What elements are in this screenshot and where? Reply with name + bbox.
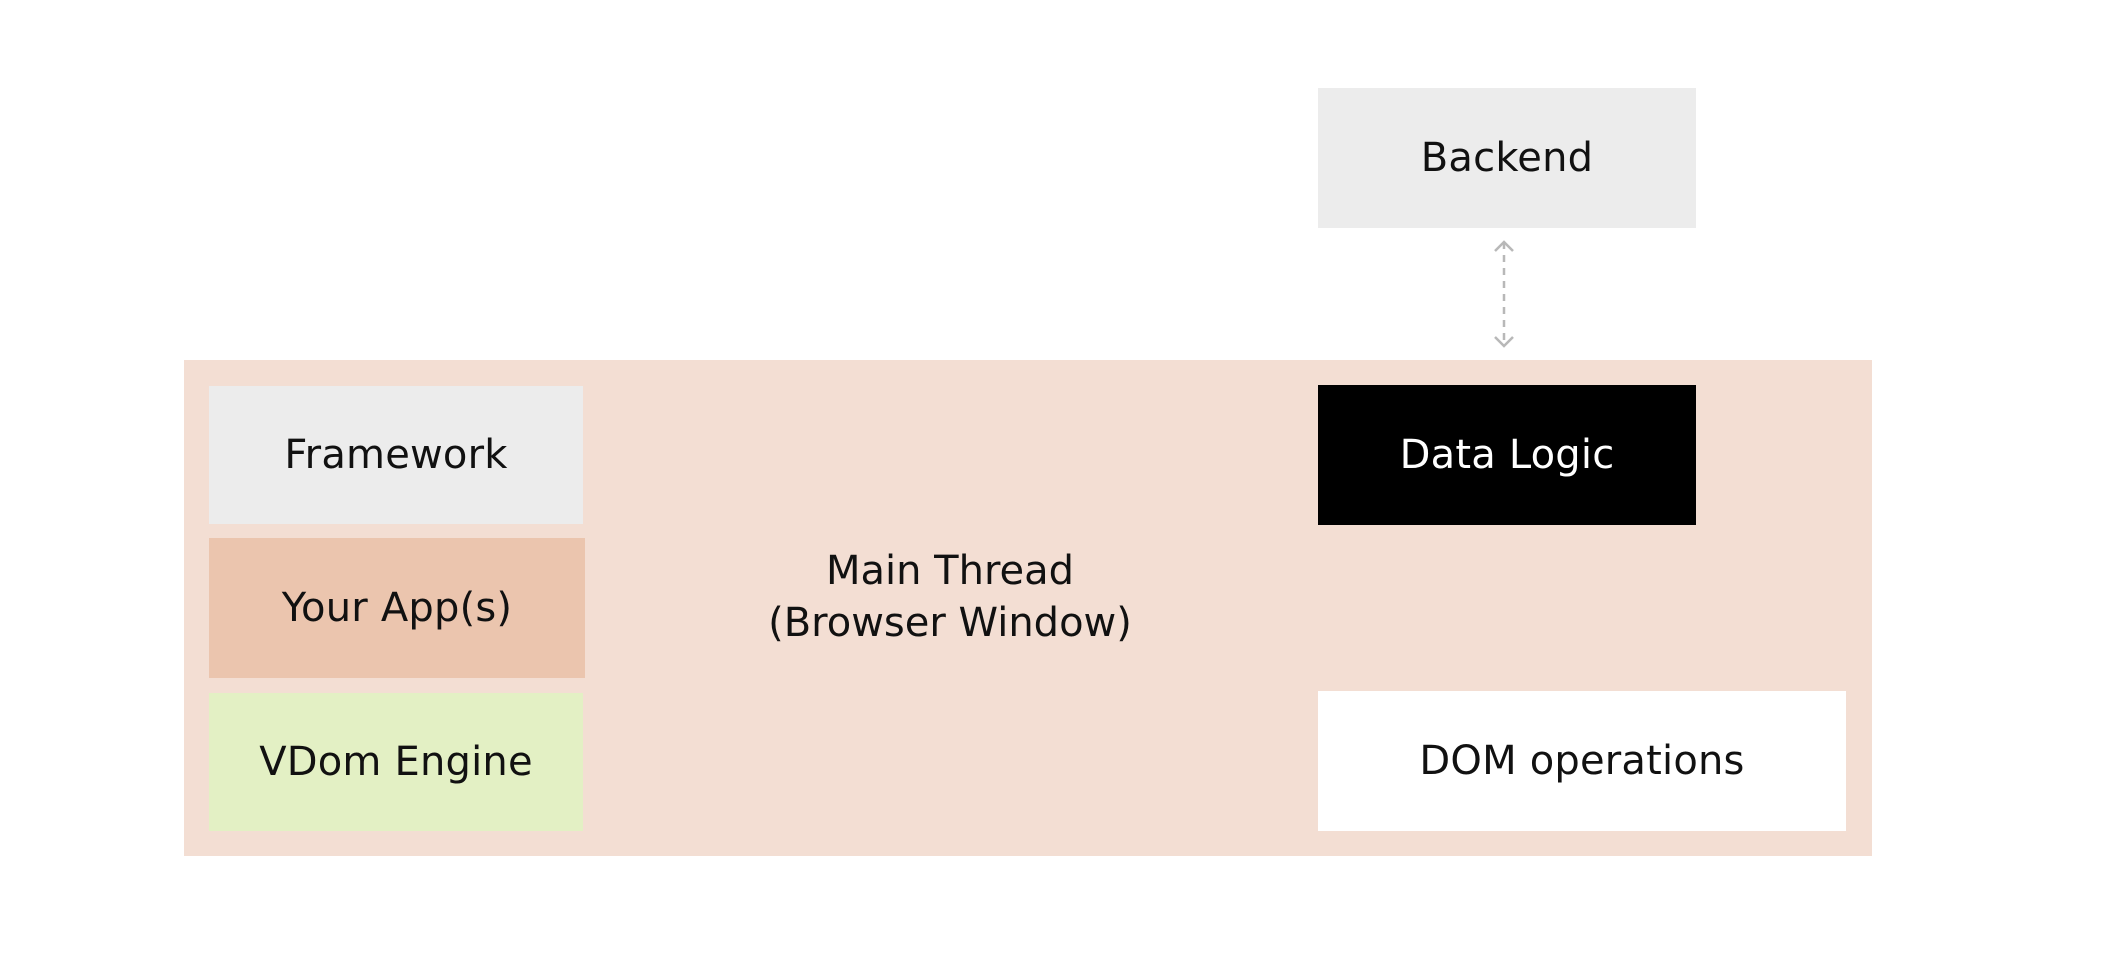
vdom-engine-box: VDom Engine [209,693,583,831]
arrow-up-icon [1494,240,1514,252]
main-thread-subtitle: (Browser Window) [768,600,1132,646]
your-apps-box: Your App(s) [209,538,585,678]
backend-data-logic-connector [1494,240,1514,348]
main-thread-label: Main Thread (Browser Window) [700,545,1200,649]
dom-operations-box: DOM operations [1318,691,1846,831]
main-thread-title: Main Thread [825,548,1075,594]
backend-box: Backend [1318,88,1696,228]
framework-box: Framework [209,386,583,524]
arrow-down-icon [1494,336,1514,348]
data-logic-box: Data Logic [1318,385,1696,525]
